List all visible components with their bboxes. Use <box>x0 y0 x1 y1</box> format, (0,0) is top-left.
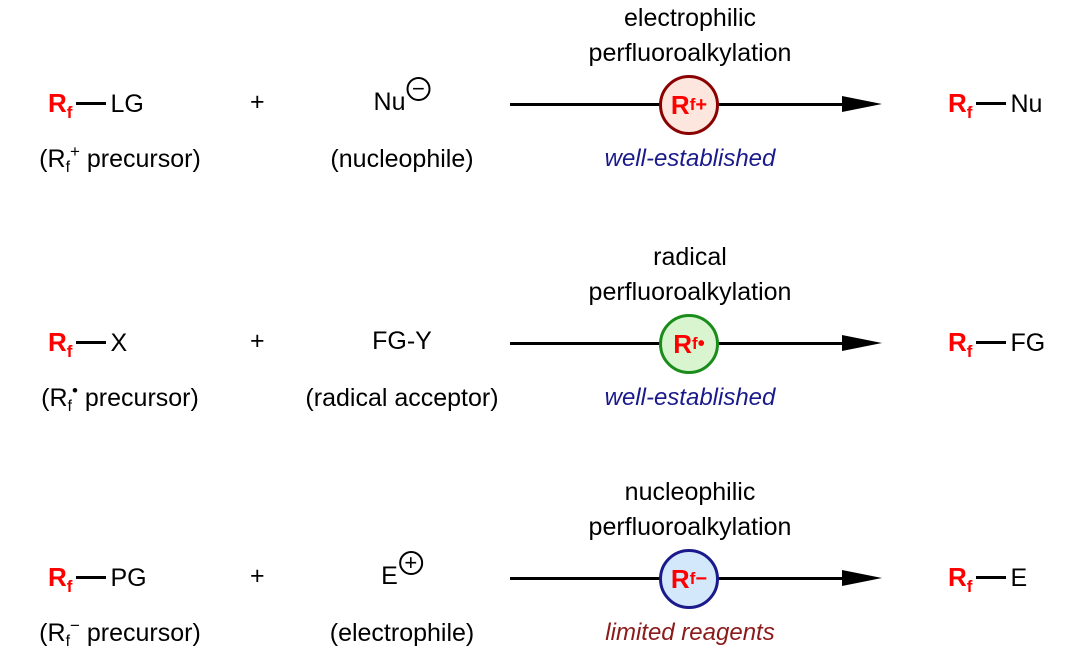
partner-label: (electrophile) <box>329 619 475 647</box>
plus-sign: + <box>250 562 265 590</box>
leaving-group: PG <box>110 564 147 592</box>
product-group: Nu <box>1010 90 1043 118</box>
reaction-partner: E+ <box>381 551 423 591</box>
status-note: well-established <box>604 384 776 411</box>
product: Rf FG <box>948 327 1046 361</box>
reagent: Rf LG <box>48 88 144 122</box>
rf-group: Rf <box>48 327 73 361</box>
rf-group: Rf <box>48 562 73 596</box>
rf-group: Rf <box>948 327 973 361</box>
leaving-group: X <box>110 329 128 357</box>
status-note: well-established <box>604 145 776 172</box>
product-group: FG <box>1010 329 1046 357</box>
reaction-title-2: perfluoroalkylation <box>588 513 792 541</box>
product: Rf Nu <box>948 88 1043 122</box>
rf-group: Rf <box>48 88 73 122</box>
plus-sign: + <box>250 88 265 116</box>
rf-group: Rf <box>948 88 973 122</box>
reaction-title-2: perfluoroalkylation <box>588 39 792 67</box>
reaction-title: nucleophilic <box>624 478 756 506</box>
reagent: Rf X <box>48 327 128 361</box>
charge-icon: − <box>406 77 431 101</box>
product: Rf E <box>948 562 1028 596</box>
bond-line <box>976 101 1007 105</box>
bond-line <box>76 101 107 105</box>
charge-icon: + <box>398 551 423 575</box>
product-group: E <box>1010 564 1028 592</box>
arrowhead-icon <box>842 335 882 351</box>
reaction-title: electrophilic <box>623 4 757 32</box>
bond-line <box>76 340 107 344</box>
reagent: Rf PG <box>48 562 147 596</box>
bond-line <box>976 575 1007 579</box>
reagent-label: (Rf− precursor) <box>39 616 201 650</box>
partner-label: (nucleophile) <box>330 145 474 173</box>
leaving-group: LG <box>110 90 144 118</box>
rf-group: Rf <box>948 562 973 596</box>
reaction-partner: Nu− <box>374 77 431 117</box>
partner-label: (radical acceptor) <box>305 384 499 412</box>
bond-line <box>976 340 1007 344</box>
status-note: limited reagents <box>605 619 775 646</box>
arrowhead-icon <box>842 570 882 586</box>
reaction-partner: FG-Y <box>372 327 432 355</box>
bond-line <box>76 575 107 579</box>
reaction-title: radical <box>653 243 727 271</box>
arrowhead-icon <box>842 96 882 112</box>
reaction-title-2: perfluoroalkylation <box>588 278 792 306</box>
reagent-label: (Rf• precursor) <box>41 381 199 415</box>
plus-sign: + <box>250 327 265 355</box>
reagent-label: (Rf+ precursor) <box>39 142 201 176</box>
